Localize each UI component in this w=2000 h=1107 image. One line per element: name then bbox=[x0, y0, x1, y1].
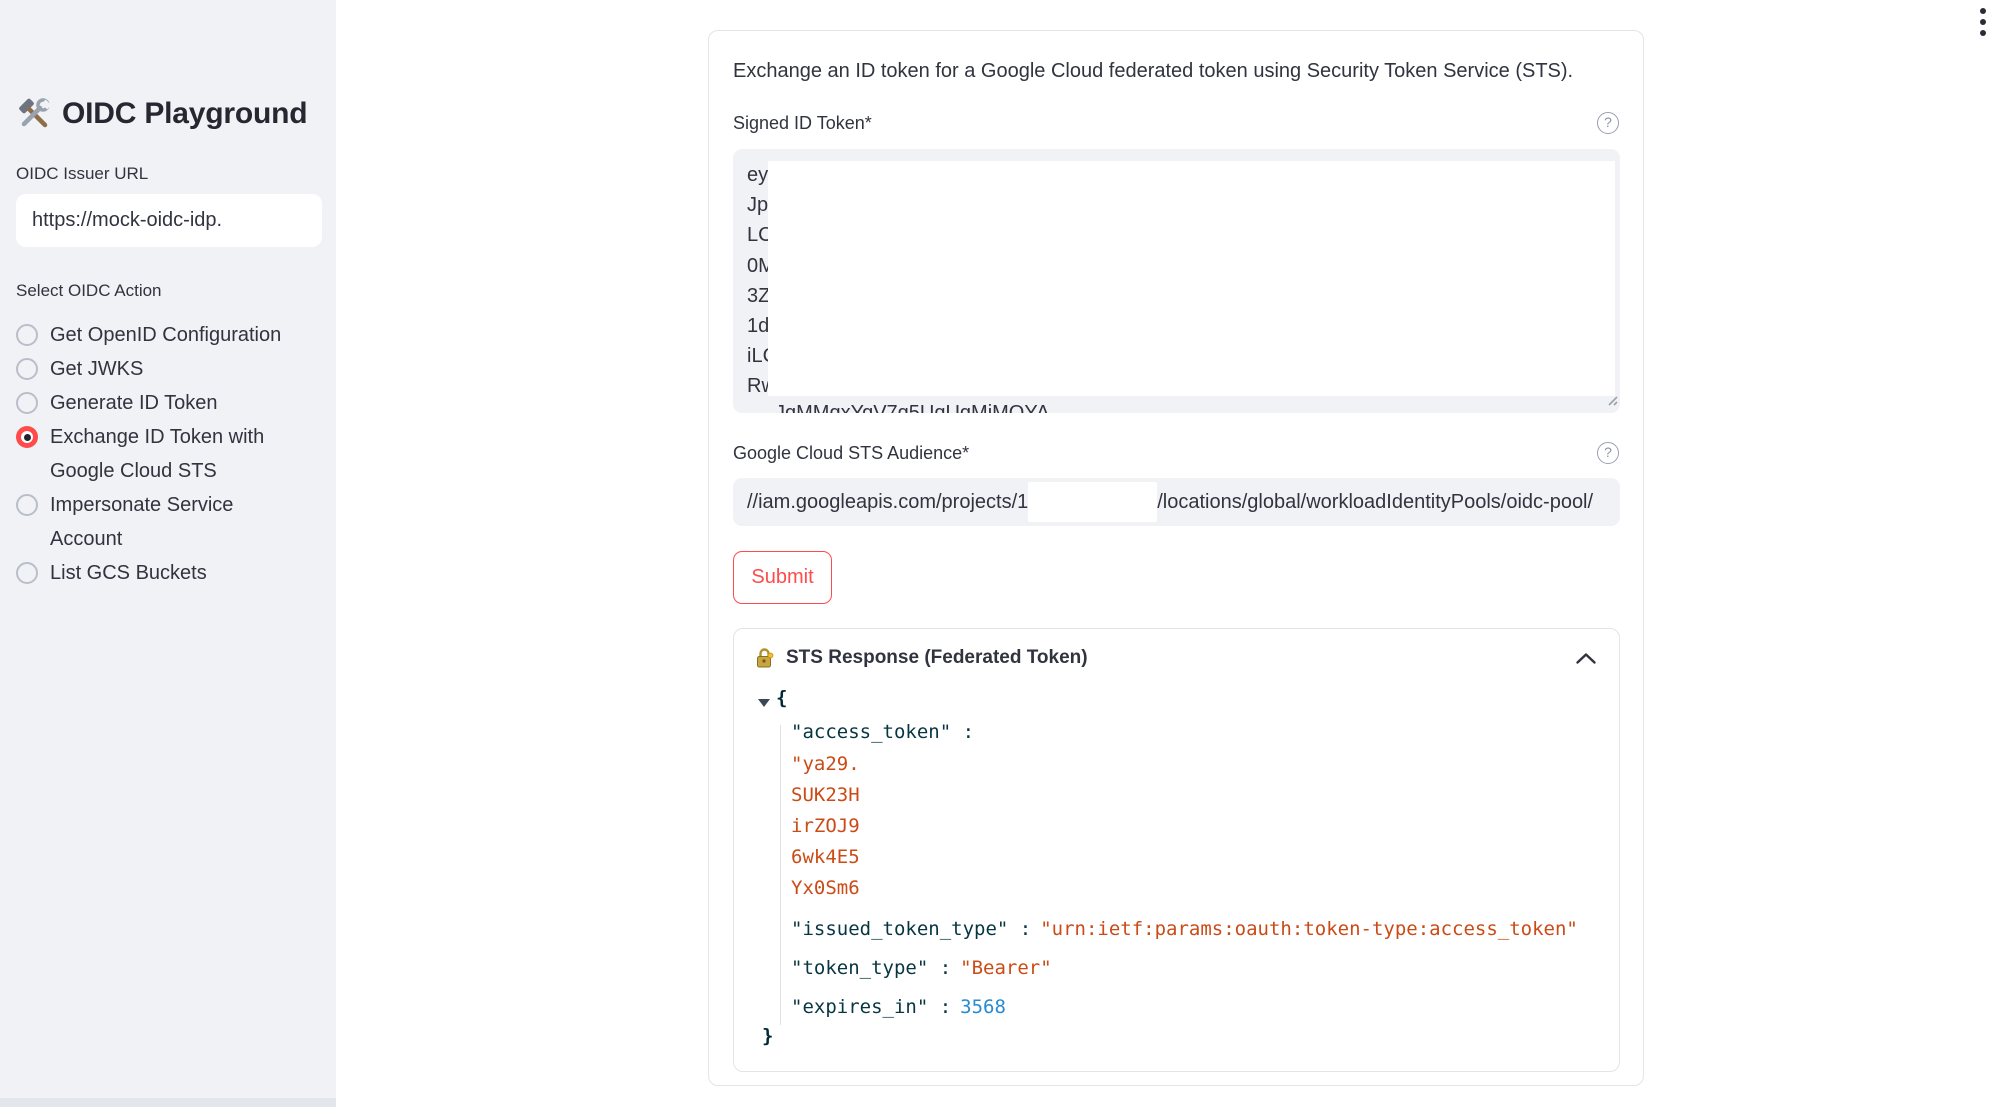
radio-list-gcs-buckets[interactable]: List GCS Buckets bbox=[16, 556, 320, 590]
chevron-up-icon[interactable] bbox=[1575, 652, 1597, 665]
radio-icon[interactable] bbox=[16, 494, 38, 516]
radio-impersonate-service-account[interactable]: Impersonate Service Account bbox=[16, 488, 320, 556]
json-token-fragment: SUK23H bbox=[791, 784, 860, 806]
json-close-brace: } bbox=[762, 1025, 774, 1047]
token-clipped-line: JqMMqxYqV7q5UqUqMiMOYA bbox=[775, 402, 1050, 413]
expander-header[interactable]: STS Response (Federated Token) bbox=[734, 629, 1619, 687]
sts-exchange-card: Exchange an ID token for a Google Cloud … bbox=[708, 30, 1644, 1086]
radio-icon[interactable] bbox=[16, 392, 38, 414]
sidebar-bottom-strip bbox=[0, 1098, 336, 1107]
radio-icon[interactable] bbox=[16, 324, 38, 346]
json-issued-token-type: "issued_token_type" : "urn:ietf:params:o… bbox=[791, 917, 1578, 940]
json-open-brace: { bbox=[734, 687, 1603, 721]
radio-icon-selected[interactable] bbox=[16, 426, 38, 448]
json-token-fragment: Yx0Sm6 bbox=[791, 877, 860, 899]
submit-button[interactable]: Submit bbox=[733, 551, 832, 604]
json-token-fragment: 6wk4E5 bbox=[791, 846, 860, 868]
audience-value-start: //iam.googleapis.com/projects/1 bbox=[747, 490, 1029, 513]
redaction-overlay bbox=[1028, 482, 1158, 522]
json-indent-guide bbox=[780, 725, 781, 1025]
lock-icon bbox=[754, 647, 776, 669]
action-description: Exchange an ID token for a Google Cloud … bbox=[733, 60, 1574, 82]
radio-get-jwks[interactable]: Get JWKS bbox=[16, 352, 320, 386]
json-token-fragment: irZOJ9 bbox=[791, 815, 860, 837]
json-token-type: "token_type" : "Bearer" bbox=[791, 956, 1052, 979]
page-title: OIDC Playground bbox=[62, 97, 308, 130]
sts-audience-input[interactable]: //iam.googleapis.com/projects/1 /locatio… bbox=[733, 478, 1620, 526]
sts-response-expander: STS Response (Federated Token) { "access… bbox=[733, 628, 1620, 1072]
json-access-token-key: "access_token" : bbox=[791, 721, 975, 743]
sidebar: OIDC Playground OIDC Issuer URL https://… bbox=[0, 0, 336, 1107]
issuer-url-label: OIDC Issuer URL bbox=[16, 164, 149, 183]
radio-generate-id-token[interactable]: Generate ID Token bbox=[16, 386, 320, 420]
hammer-wrench-icon bbox=[16, 96, 52, 132]
action-radio-group: Get OpenID Configuration Get JWKS Genera… bbox=[16, 318, 320, 590]
help-icon[interactable]: ? bbox=[1597, 442, 1619, 464]
json-expires-in: "expires_in" : 3568 bbox=[791, 995, 1006, 1018]
redaction-overlay bbox=[768, 161, 1615, 396]
radio-get-openid-configuration[interactable]: Get OpenID Configuration bbox=[16, 318, 320, 352]
radio-icon[interactable] bbox=[16, 562, 38, 584]
app-title: OIDC Playground bbox=[16, 96, 320, 132]
action-group-label: Select OIDC Action bbox=[16, 281, 162, 300]
signed-id-token-textarea[interactable]: eyJ Jpc LCJ 0Mj 3Zp 1dQ iLC Rwd JqMMqxYq… bbox=[733, 149, 1620, 413]
issuer-url-input[interactable]: https://mock-oidc-idp. bbox=[16, 194, 322, 247]
kebab-menu-icon[interactable] bbox=[1971, 6, 1995, 46]
collapse-triangle-icon[interactable] bbox=[758, 699, 770, 707]
expander-title: STS Response (Federated Token) bbox=[786, 647, 1088, 668]
json-token-fragment: "ya29. bbox=[791, 753, 860, 775]
radio-icon[interactable] bbox=[16, 358, 38, 380]
audience-value-end: /locations/global/workloadIdentityPools/… bbox=[1157, 490, 1594, 513]
radio-exchange-id-token-sts[interactable]: Exchange ID Token with Google Cloud STS bbox=[16, 420, 320, 488]
json-response-viewer: { "access_token" : "ya29. SUK23H irZOJ9 … bbox=[734, 687, 1619, 1071]
sts-audience-label: Google Cloud STS Audience* bbox=[733, 442, 970, 463]
signed-id-token-label: Signed ID Token* bbox=[733, 112, 872, 133]
issuer-url-value: https://mock-oidc-idp. bbox=[32, 209, 223, 231]
resize-grip-icon[interactable] bbox=[1605, 393, 1618, 411]
help-icon[interactable]: ? bbox=[1597, 112, 1619, 134]
